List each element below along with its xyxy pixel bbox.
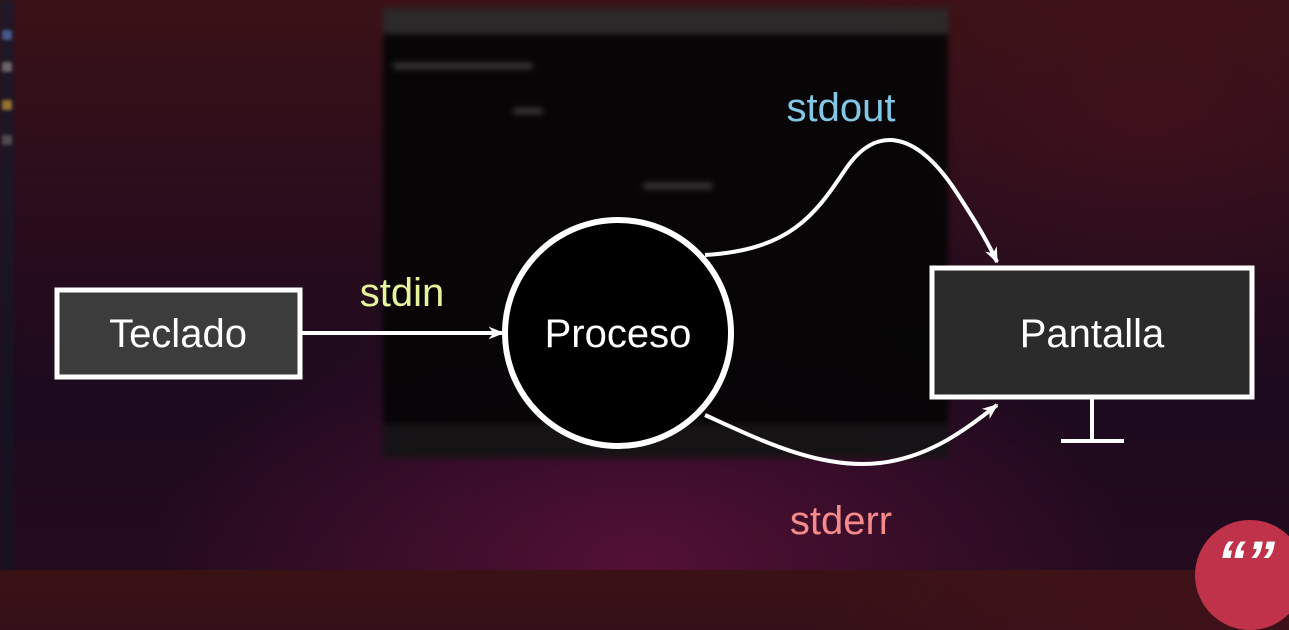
screen-box — [929, 265, 1255, 400]
process-node: Proceso — [502, 217, 734, 449]
process-circle — [502, 217, 734, 449]
stream-diagram: Teclado stdin Proceso stdout stderr Pant… — [54, 86, 1255, 543]
stdout-arrow — [704, 138, 999, 264]
keyboard-node: Teclado — [54, 287, 303, 380]
background-dock — [0, 0, 14, 570]
stderr-label: stderr — [790, 499, 892, 543]
quote-mark-logo-icon: “” — [1195, 520, 1289, 630]
stdout-label: stdout — [787, 86, 896, 130]
keyboard-label: Teclado — [109, 312, 247, 356]
screen-node: Pantalla — [929, 265, 1255, 443]
screen-label: Pantalla — [1020, 312, 1165, 356]
stdin-label: stdin — [360, 271, 445, 315]
process-label: Proceso — [545, 312, 692, 356]
stderr-arrow — [704, 403, 999, 466]
